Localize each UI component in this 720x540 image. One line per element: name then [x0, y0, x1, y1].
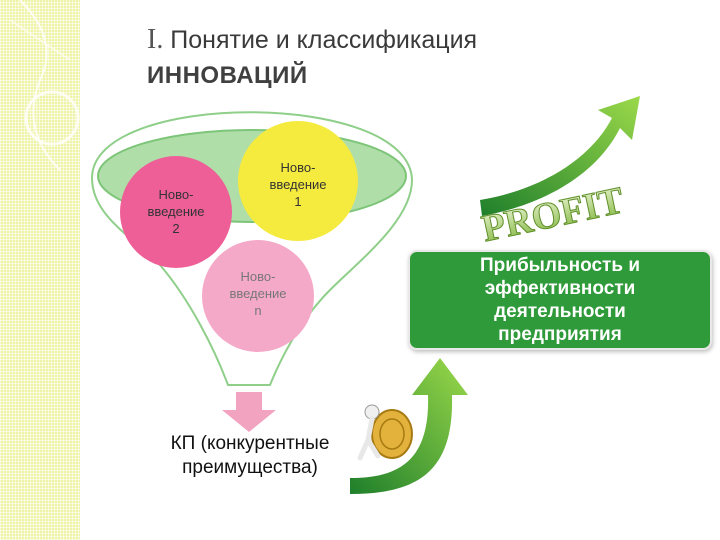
innovation-circle-n [202, 240, 314, 352]
decorative-side-stripe [0, 0, 80, 540]
rising-green-arrow-icon [350, 358, 468, 494]
profit-arrow-icon [480, 96, 640, 216]
innovation-label-1: Ново- введение 1 [269, 160, 327, 209]
title-line-2: ИННОВАЦИЙ [147, 62, 308, 89]
advantages-label: КП (конкурентные преимущества) [170, 433, 330, 478]
result-box: Прибыльность и эффективности деятельност… [408, 250, 712, 350]
page-title: I. Понятие и классификация ИННОВАЦИЙ [147, 22, 567, 94]
down-arrow-icon [222, 392, 276, 432]
innovation-label-2: Ново- введение 2 [147, 187, 205, 236]
decorative-swirl-icon [9, 0, 80, 171]
title-roman-numeral: I. [147, 24, 164, 55]
innovation-circle-2 [120, 156, 232, 268]
title-line-1: Понятие и классификация [163, 26, 478, 54]
profit-graphic: PROFIT [478, 96, 640, 251]
innovation-circle-1 [238, 121, 358, 241]
coin-figure-icon [357, 404, 413, 461]
innovation-label-n: Ново- введение n [229, 269, 287, 318]
